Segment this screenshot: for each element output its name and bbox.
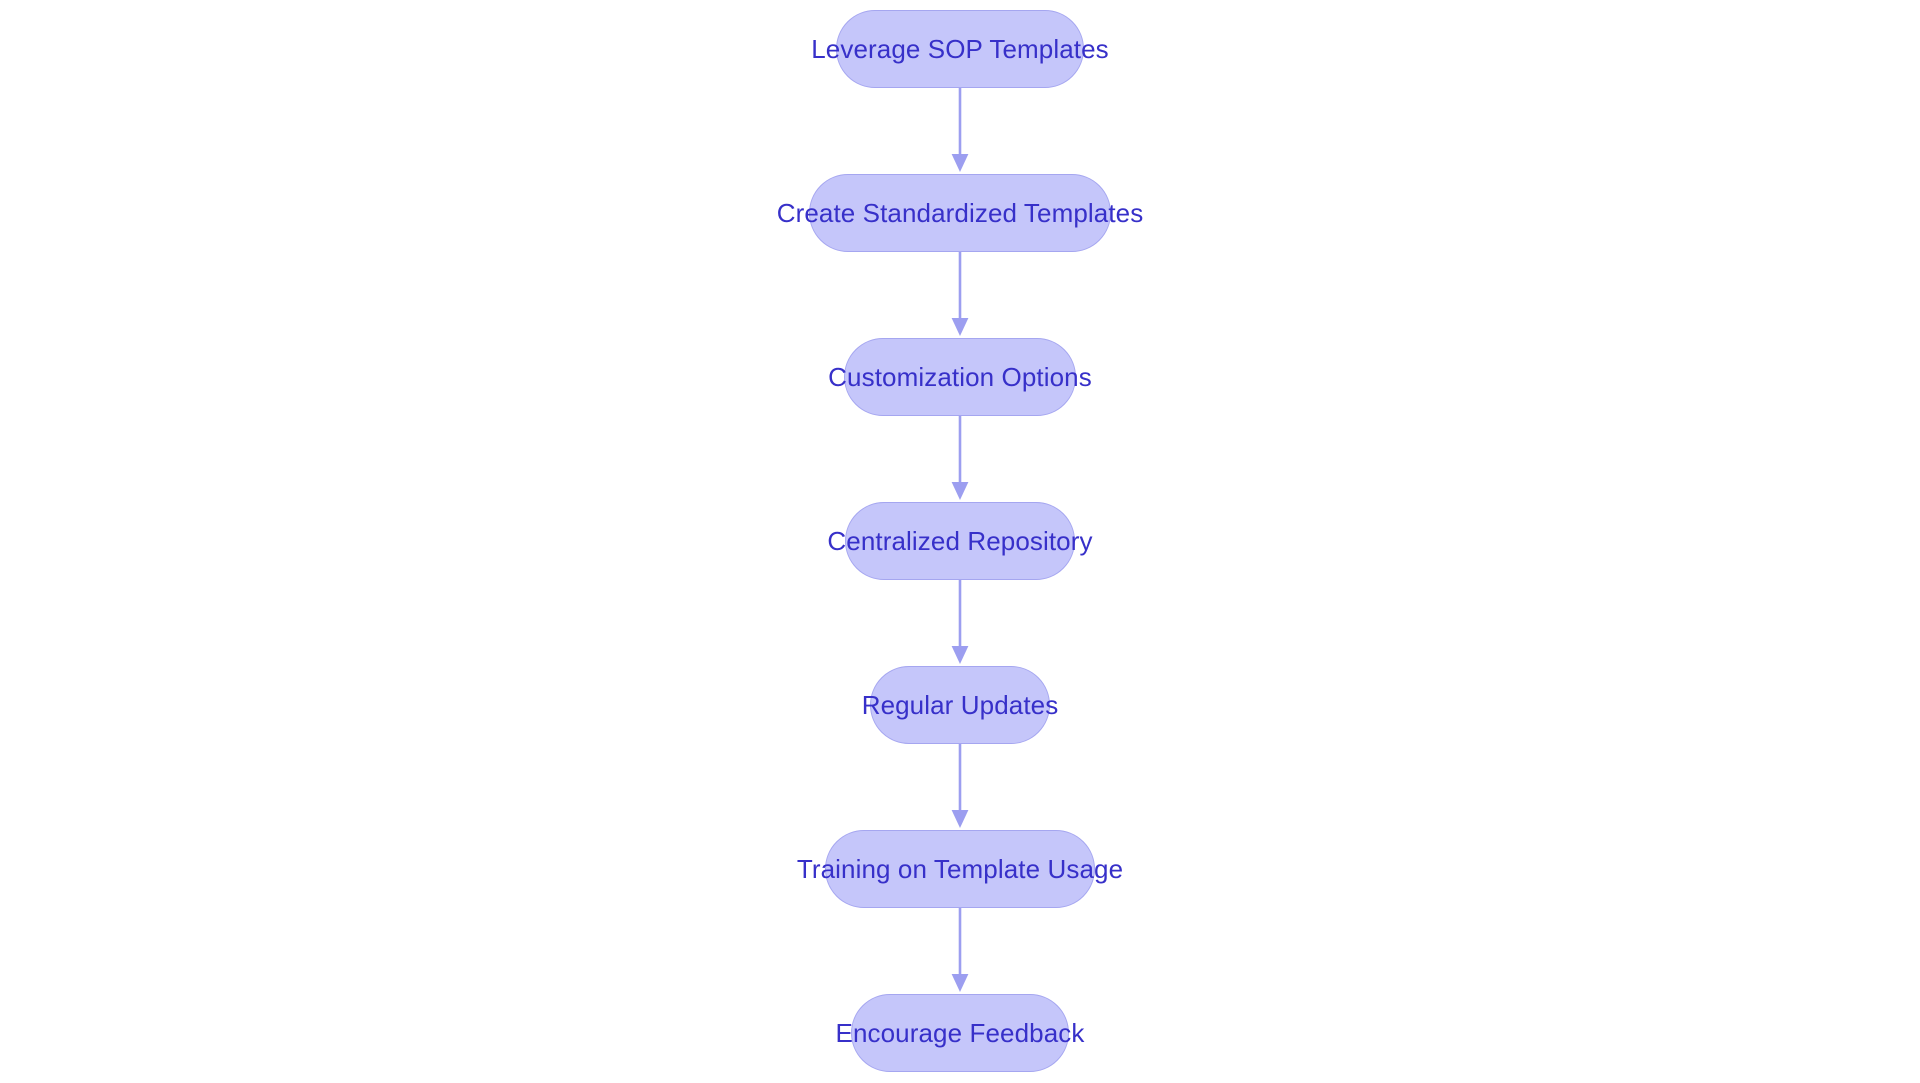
flow-arrow-1 — [947, 88, 973, 174]
flow-node-training-on-template-usage[interactable]: Training on Template Usage — [797, 830, 1123, 908]
flow-node-label: Leverage SOP Templates — [811, 34, 1109, 64]
flow-node-label: Customization Options — [828, 362, 1092, 392]
flow-node-label: Regular Updates — [861, 690, 1059, 720]
flow-arrow-2 — [947, 252, 973, 338]
flow-arrow-3 — [947, 416, 973, 502]
flow-arrow-6 — [947, 908, 973, 994]
flow-node-leverage-sop-templates[interactable]: Leverage SOP Templates — [811, 10, 1109, 88]
flow-node-label: Create Standardized Templates — [776, 198, 1144, 228]
flow-arrow-4 — [947, 580, 973, 666]
flow-node-encourage-feedback[interactable]: Encourage Feedback — [836, 994, 1084, 1072]
flow-node-customization-options[interactable]: Customization Options — [828, 338, 1092, 416]
flow-node-label: Training on Template Usage — [796, 854, 1124, 884]
flow-node-label: Centralized Repository — [827, 526, 1093, 556]
flow-node-centralized-repository[interactable]: Centralized Repository — [827, 502, 1093, 580]
flow-node-label: Encourage Feedback — [835, 1018, 1085, 1048]
flow-node-regular-updates[interactable]: Regular Updates — [862, 666, 1058, 744]
flow-node-create-standardized-templates[interactable]: Create Standardized Templates — [777, 174, 1143, 252]
flow-arrow-5 — [947, 744, 973, 830]
